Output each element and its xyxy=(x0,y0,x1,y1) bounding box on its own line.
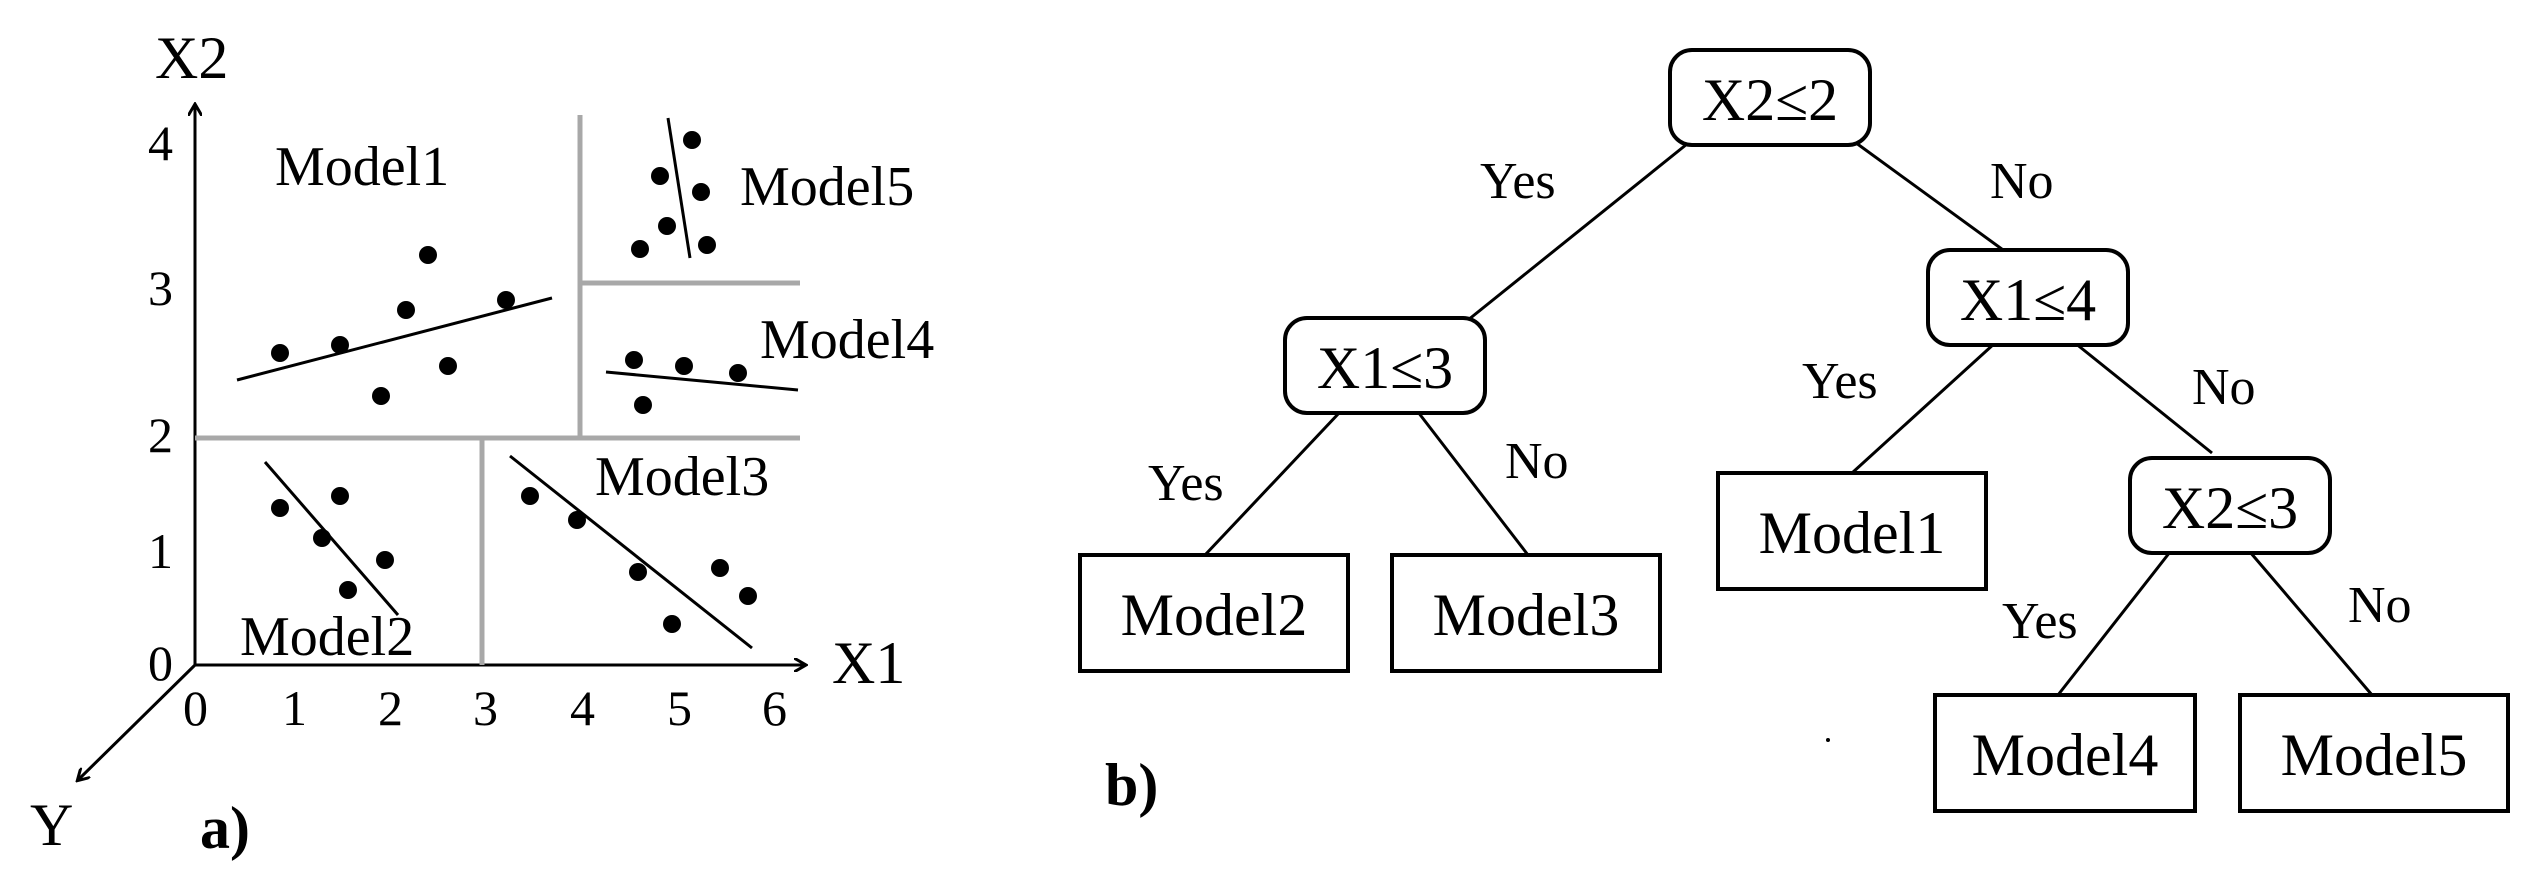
edge-root-no xyxy=(1851,138,2011,257)
y-tick-0: 0 xyxy=(148,635,173,691)
leaf-model2: Model2 xyxy=(1078,553,1350,673)
y-axis xyxy=(78,663,197,780)
data-point xyxy=(729,364,747,382)
data-point xyxy=(629,563,647,581)
node-root: X2≤2 xyxy=(1668,48,1872,147)
data-point xyxy=(521,487,539,505)
model1-cluster xyxy=(236,246,553,405)
leaf-model5: Model5 xyxy=(2238,693,2510,813)
data-point xyxy=(372,387,390,405)
data-point xyxy=(651,167,669,185)
y-tick-4: 4 xyxy=(148,115,173,171)
region-label-model3: Model3 xyxy=(595,446,769,508)
node-deep-split-label: X2≤3 xyxy=(2162,475,2298,541)
node-root-label: X2≤2 xyxy=(1702,67,1838,133)
x-tick-2: 2 xyxy=(378,680,403,736)
data-point xyxy=(419,246,437,264)
data-point xyxy=(658,217,676,235)
data-point xyxy=(439,357,457,375)
model4-fit-line xyxy=(605,370,799,392)
model5-fit-line xyxy=(666,117,692,259)
panel-a-label: a) xyxy=(200,795,250,861)
leaf-model5-label: Model5 xyxy=(2281,722,2468,788)
edge-label-deep-yes: Yes xyxy=(2002,593,2078,650)
node-deep-split: X2≤3 xyxy=(2128,456,2332,555)
leaf-model1: Model1 xyxy=(1716,471,1988,591)
data-point xyxy=(631,240,649,258)
data-point xyxy=(397,301,415,319)
data-point xyxy=(625,351,643,369)
data-point xyxy=(331,336,349,354)
leaf-model4: Model4 xyxy=(1933,693,2197,813)
data-point xyxy=(497,291,515,309)
leaf-model2-label: Model2 xyxy=(1121,582,1308,648)
edge-left-no xyxy=(1416,411,1530,556)
data-point xyxy=(663,615,681,633)
data-point xyxy=(698,236,716,254)
data-point xyxy=(692,183,710,201)
y-tick-3: 3 xyxy=(148,260,173,316)
data-point xyxy=(739,587,757,605)
model3-fit-line xyxy=(509,454,753,650)
model1-fit-line xyxy=(236,296,553,382)
panel-b-label: b) xyxy=(1105,752,1158,818)
y-axis-label: Y xyxy=(30,792,73,858)
data-point xyxy=(331,487,349,505)
edge-right-yes xyxy=(1850,341,1997,475)
stray-dot xyxy=(1826,738,1830,742)
y-tick-1: 1 xyxy=(148,523,173,579)
edge-label-deep-no: No xyxy=(2348,577,2412,634)
data-point xyxy=(339,581,357,599)
panel-a-partition-plot: X2 X1 Y 0 1 2 3 4 5 6 0 1 2 3 4 Model1 M… xyxy=(30,25,934,861)
region-label-model2: Model2 xyxy=(240,606,414,668)
leaf-model4-label: Model4 xyxy=(1972,722,2159,788)
x-tick-6: 6 xyxy=(762,680,787,736)
model5-cluster xyxy=(631,117,716,259)
y-tick-2: 2 xyxy=(148,407,173,463)
node-right-split-label: X1≤4 xyxy=(1960,267,2096,333)
edge-left-yes xyxy=(1203,410,1342,557)
leaf-model3: Model3 xyxy=(1390,553,1662,673)
edge-label-right-yes: Yes xyxy=(1802,353,1878,410)
data-point xyxy=(313,529,331,547)
model2-fit-line xyxy=(263,461,400,616)
data-point xyxy=(271,344,289,362)
edge-label-root-no: No xyxy=(1990,153,2054,210)
region-label-model5: Model5 xyxy=(740,156,914,218)
node-left-split-label: X1≤3 xyxy=(1317,335,1453,401)
data-point xyxy=(683,131,701,149)
edge-right-no xyxy=(2074,341,2213,455)
x2-axis-label: X2 xyxy=(155,25,228,91)
model3-cluster xyxy=(509,454,757,650)
x-tick-1: 1 xyxy=(282,680,307,736)
region-label-model1: Model1 xyxy=(275,136,449,198)
panel-b-decision-tree: Yes No Yes No Yes No Yes No X2≤2 X1≤3 X1… xyxy=(1078,48,2510,818)
node-left-split: X1≤3 xyxy=(1283,316,1487,415)
edge-root-yes xyxy=(1467,138,1693,322)
x-tick-4: 4 xyxy=(570,680,595,736)
x-tick-3: 3 xyxy=(473,680,498,736)
edge-label-left-yes: Yes xyxy=(1148,455,1224,512)
region-label-model4: Model4 xyxy=(760,309,934,371)
data-point xyxy=(568,511,586,529)
model2-cluster xyxy=(263,461,400,616)
leaf-model3-label: Model3 xyxy=(1433,582,1620,648)
x-tick-5: 5 xyxy=(667,680,692,736)
edge-deep-yes xyxy=(2056,551,2172,696)
x1-axis-label: X1 xyxy=(832,630,905,696)
data-point xyxy=(634,396,652,414)
node-right-split: X1≤4 xyxy=(1926,248,2130,347)
leaf-model1-label: Model1 xyxy=(1759,500,1946,566)
edge-label-root-yes: Yes xyxy=(1480,153,1556,210)
edge-deep-no xyxy=(2248,551,2374,696)
edge-label-left-no: No xyxy=(1505,433,1569,490)
model4-cluster xyxy=(605,351,799,414)
data-point xyxy=(711,559,729,577)
edge-label-right-no: No xyxy=(2192,359,2256,416)
data-point xyxy=(376,551,394,569)
data-point xyxy=(271,499,289,517)
x-tick-0: 0 xyxy=(183,680,208,736)
data-point xyxy=(675,357,693,375)
